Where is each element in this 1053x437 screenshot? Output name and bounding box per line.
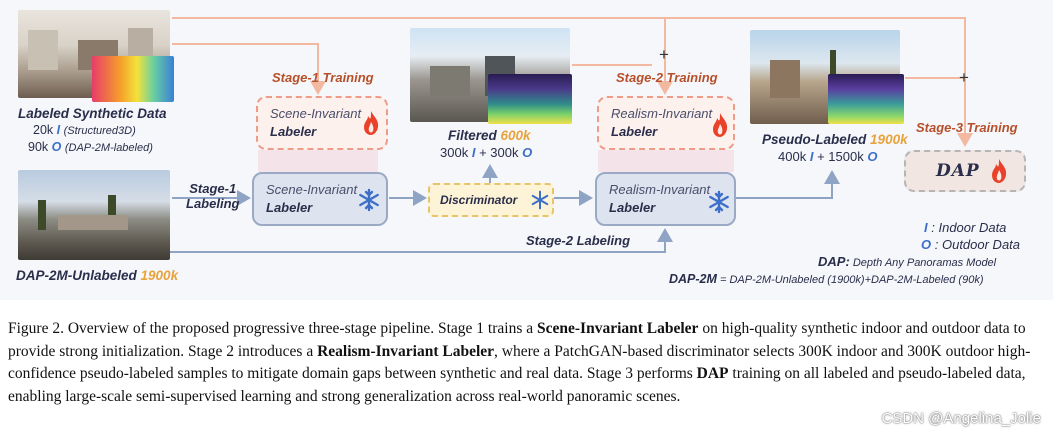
- filtered-depth-image: [488, 74, 572, 124]
- stage1-training-label: Stage-1 Training: [272, 70, 374, 85]
- caption-text: training on all labeled and pseudo-label…: [8, 365, 1026, 405]
- dataset-name: DAP-2M-Unlabeled: [16, 268, 137, 283]
- box-label-line2: Labeler: [609, 200, 656, 215]
- outdoor-symbol: O: [921, 237, 932, 252]
- labeled-indoor-count: 20k I (Structured3D): [33, 123, 136, 137]
- labeled-data-title: Labeled Synthetic Data: [18, 106, 167, 121]
- pseudo-depth-image: [828, 74, 904, 124]
- pseudo-count: 1900k: [870, 132, 908, 147]
- box-label-line1: Realism-Invariant: [609, 182, 711, 197]
- plus-sign: +: [659, 45, 669, 64]
- stage1-labeling-label: Stage-1 Labeling: [186, 181, 239, 211]
- caption-text: , where a PatchGAN-based discriminator s…: [8, 342, 1031, 383]
- caption-bold: Scene-Invariant Labeler: [537, 320, 699, 337]
- pseudo-title: Pseudo-Labeled 1900k: [762, 132, 908, 147]
- snowflake-icon: [709, 190, 729, 214]
- stage2-labeling-label: Stage-2 Labeling: [526, 233, 631, 248]
- realism-invariant-labeler-frozen: Realism-Invariant Labeler: [595, 172, 736, 226]
- stage1-labeling-line2: Labeling: [186, 196, 240, 211]
- discriminator-label: Discriminator: [440, 193, 518, 207]
- caption-bold: DAP: [696, 365, 729, 382]
- box-label-line2: Labeler: [270, 124, 317, 139]
- legend-indoor: I : Indoor Data: [924, 220, 1006, 235]
- count-value: 300k: [490, 145, 519, 160]
- outdoor-symbol: O: [867, 149, 878, 164]
- scene-invariant-labeler-trainable: Scene-Invariant Labeler: [256, 96, 388, 150]
- depth-map-image: [92, 56, 174, 102]
- pipeline-figure: Labeled Synthetic Data 20k I (Structured…: [16, 10, 1026, 286]
- count-value: 20k: [33, 123, 54, 137]
- caption-bold: Realism-Invariant Labeler: [317, 342, 495, 360]
- indoor-symbol: I: [471, 145, 476, 160]
- caption-text: Figure 2. Overview of the proposed progr…: [8, 320, 537, 337]
- plus-sign: +: [817, 149, 825, 164]
- stage1-labeling-line1: Stage-1: [189, 181, 237, 196]
- count-value: 1500k: [828, 149, 864, 164]
- watermark: CSDN @Angelina_Jolie: [881, 410, 1041, 427]
- realism-invariant-labeler-trainable: Realism-Invariant Labeler: [597, 96, 735, 150]
- dap-model-box: DAP: [904, 150, 1026, 192]
- legend-text: : Outdoor Data: [934, 237, 1021, 252]
- box-label-line1: Scene-Invariant: [266, 182, 358, 197]
- box-label-line1: Scene-Invariant: [270, 106, 362, 121]
- caption-text: on high-quality synthetic indoor and out…: [8, 320, 1026, 360]
- pseudo-title-text: Pseudo-Labeled: [762, 132, 867, 147]
- plus-sign: +: [959, 68, 969, 87]
- fire-icon: [364, 111, 379, 135]
- connection-lines: [100, 17, 973, 253]
- source-name: (Structured3D): [63, 125, 136, 137]
- labeled-outdoor-count: 90k O (DAP-2M-labeled): [28, 140, 153, 154]
- plus-sign: +: [479, 145, 487, 160]
- filtered-breakdown: 300k I + 300k O: [440, 145, 532, 160]
- box-label-line2: Labeler: [266, 200, 313, 215]
- count-value: 300k: [440, 145, 469, 160]
- box-label-line1: Realism-Invariant: [611, 106, 713, 121]
- unlabeled-data-title: DAP-2M-Unlabeled 1900k: [16, 268, 178, 283]
- dap2m-symbol: DAP-2M: [669, 272, 717, 286]
- outdoor-panorama-image: [18, 170, 170, 260]
- outdoor-symbol: O: [522, 145, 533, 160]
- snowflake-icon: [531, 190, 549, 210]
- legend-text: Depth Any Panoramas Model: [852, 257, 997, 269]
- count-value: 400k: [778, 149, 807, 164]
- indoor-symbol: I: [809, 149, 814, 164]
- fire-icon: [713, 113, 728, 137]
- source-name: (DAP-2M-labeled): [64, 142, 153, 154]
- filtered-title: Filtered 600k: [448, 128, 531, 143]
- filtered-count: 600k: [500, 128, 531, 143]
- scene-invariant-labeler-frozen: Scene-Invariant Labeler: [252, 172, 388, 226]
- stage2-training-label: Stage-2 Training: [616, 70, 718, 85]
- stage3-training-label: Stage-3 Training: [916, 120, 1018, 135]
- discriminator-box: Discriminator: [428, 183, 554, 217]
- dataset-count: 1900k: [140, 268, 179, 283]
- indoor-symbol: I: [56, 123, 61, 137]
- dap-label: DAP: [936, 161, 980, 181]
- legend-dap2m: DAP-2M = DAP-2M-Unlabeled (1900k)+DAP-2M…: [669, 272, 984, 286]
- figure-caption: Figure 2. Overview of the proposed progr…: [8, 318, 1048, 408]
- legend-text: : Indoor Data: [931, 220, 1007, 235]
- count-value: 90k: [28, 140, 49, 154]
- outdoor-symbol: O: [51, 140, 62, 154]
- indoor-symbol: I: [924, 220, 928, 235]
- legend-text: = DAP-2M-Unlabeled (1900k)+DAP-2M-Labele…: [719, 274, 984, 286]
- filtered-title-text: Filtered: [448, 128, 497, 143]
- dap-symbol: DAP:: [818, 254, 850, 269]
- snowflake-icon: [359, 188, 379, 212]
- legend-dap: DAP: Depth Any Panoramas Model: [818, 254, 996, 269]
- legend-outdoor: O : Outdoor Data: [921, 237, 1020, 252]
- fire-icon: [992, 159, 1007, 183]
- pseudo-breakdown: 400k I + 1500k O: [778, 149, 877, 164]
- box-label-line2: Labeler: [611, 124, 658, 139]
